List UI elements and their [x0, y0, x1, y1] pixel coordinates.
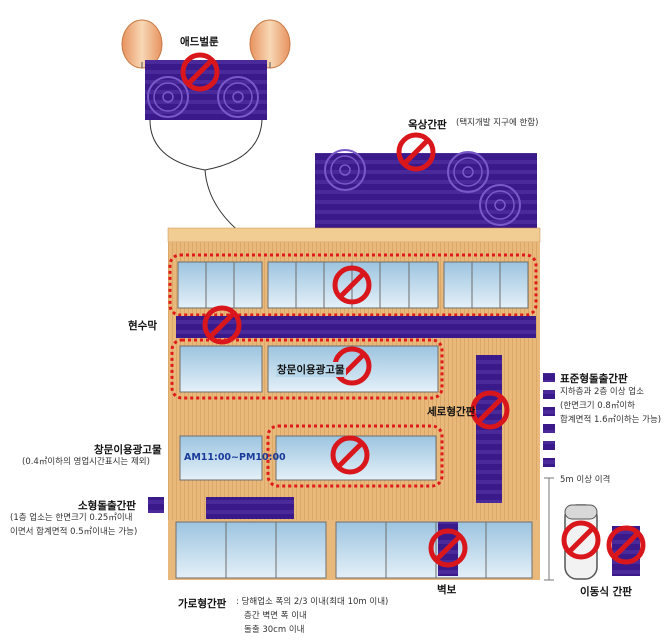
window-ad-note: (0.4㎡이하의 영업시간표시는 제외)	[22, 457, 150, 467]
small-protruding-sign	[148, 497, 164, 513]
horizontal-line-3: 돌출 30cm 이내	[244, 625, 305, 635]
ad-balloon-group	[121, 19, 291, 241]
rooftop-sign-label: 옥상간판	[408, 119, 447, 131]
rooftop-sign-note: (택지개발 지구에 한함)	[456, 118, 539, 128]
standard-protruding-label: 표준형돌출간판	[560, 373, 628, 385]
standard-line-1: 지하층과 2층 이상 업소	[560, 387, 644, 397]
third-floor-windows	[168, 253, 538, 317]
standard-line-3: 합계면적 1.6㎡이하는 가능)	[560, 415, 662, 425]
horizontal-line-2: 층간 벽면 폭 이내	[244, 611, 307, 621]
standard-line-2: (한면크기 0.8㎡이하	[560, 401, 635, 411]
banner-label: 현수막	[128, 320, 157, 332]
vertical-sign-label: 세로형간판	[427, 406, 476, 418]
wall-poster-label: 벽보	[437, 584, 457, 596]
banner-band	[176, 316, 536, 338]
rooftop-sign	[315, 135, 537, 233]
horizontal-line-1: : 당해업소 폭의 2/3 이내(최대 10m 이내)	[236, 597, 389, 607]
building	[148, 227, 541, 580]
window-ad-upper-label: 창문이용광고물	[276, 362, 346, 377]
small-protruding-label: 소형돌출간판	[78, 500, 136, 512]
horizontal-sign-label: 가로형간판	[178, 598, 227, 610]
ad-balloon-label: 애드벌룬	[180, 36, 219, 48]
portable-sign-label: 이동식 간판	[580, 586, 632, 598]
standard-protruding-signs	[543, 373, 555, 581]
window-ad-label: 창문이용광고물	[94, 444, 162, 456]
small-line-2: 이면서 합계면적 0.5㎡이내는 가능)	[10, 527, 138, 537]
business-hours: AM11:00~PM10:00	[184, 452, 286, 463]
small-line-1: (1층 업소는 한면크기 0.25㎡이내	[10, 513, 133, 523]
portable-signs	[564, 504, 643, 580]
distance-label: 5m 이상 이격	[560, 475, 611, 485]
